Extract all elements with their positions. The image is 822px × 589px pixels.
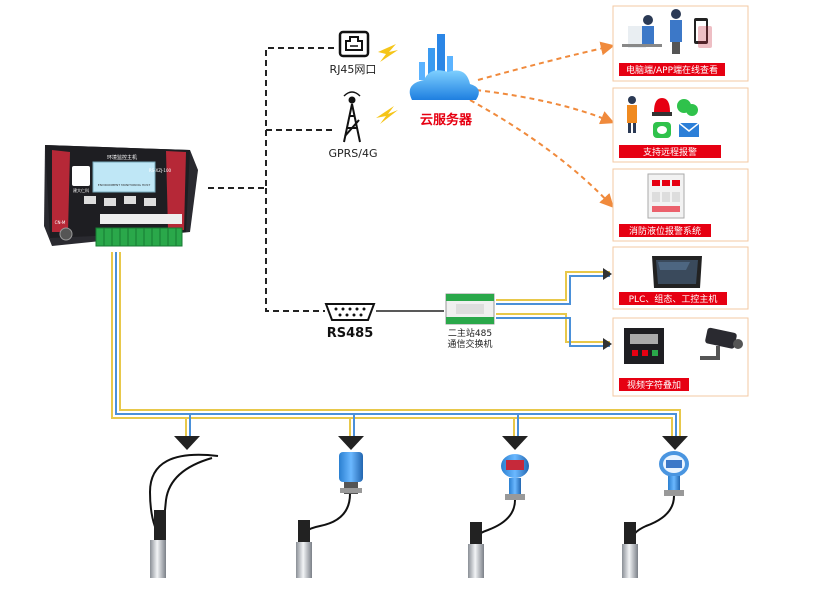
- controller-host: [44, 145, 198, 247]
- overlay-box-icon: [624, 328, 664, 364]
- controller-title: 环境监控主机: [107, 154, 137, 161]
- controller-port-label: CN-M: [55, 220, 66, 225]
- wireless-bolt-icon: [376, 44, 398, 124]
- bus-arrows: [174, 436, 688, 450]
- output-label-3: 消防液位报警系统: [629, 225, 701, 237]
- fire-panel-icon: [647, 173, 685, 219]
- output-label-2: 支持远程报警: [643, 146, 697, 158]
- output-label-4: PLC、组态、工控主机: [629, 293, 718, 305]
- dashed-links: [208, 47, 338, 312]
- switch-label-line1: 二主站485: [448, 327, 492, 339]
- pressure-transmitter-icon: [622, 451, 689, 578]
- gprs-label: GPRS/4G: [328, 147, 377, 160]
- controller-subtitle: ENVIRONMENT MONITORING HOST: [98, 183, 151, 187]
- sensor-bus: [111, 252, 681, 436]
- sensor-probe-icon: [148, 453, 219, 578]
- controller-model: RS-XZJ-100: [149, 168, 172, 173]
- alarm-icon: [627, 96, 672, 133]
- output-panel-2: 支持远程报警: [612, 87, 749, 163]
- output-panel-3: 消防液位报警系统: [612, 168, 749, 242]
- camera-icon: [700, 327, 743, 360]
- output-panel-1: 电脑端/APP端在线查看: [612, 5, 749, 82]
- pressure-transmitter-icon: [296, 452, 363, 578]
- touch-panel-icon: [652, 256, 702, 288]
- output-panel-4: PLC、组态、工控主机: [612, 246, 749, 310]
- controller-brand: 建大仁科: [73, 187, 89, 193]
- cloud-icon: [409, 34, 479, 100]
- serial-port-icon: [324, 303, 376, 321]
- wechat-icon: [677, 99, 698, 116]
- pressure-transmitter-icon: [468, 454, 529, 578]
- rs485-label: RS485: [327, 326, 374, 341]
- rj45-label: RJ45网口: [330, 63, 377, 76]
- mail-icon: [678, 122, 700, 137]
- output-label-5: 视频字符叠加: [627, 379, 681, 391]
- output-label-1: 电脑端/APP端在线查看: [626, 64, 718, 76]
- desk-monitor-icon: [622, 9, 712, 54]
- antenna-icon: [343, 91, 361, 143]
- message-icon: [653, 122, 671, 138]
- switch-label-line2: 通信交换机: [447, 338, 492, 350]
- switch-wires: [496, 268, 612, 350]
- cloud-arrows: [469, 41, 615, 209]
- output-panel-5: 视频字符叠加: [612, 317, 749, 397]
- rj45-icon: [338, 30, 370, 58]
- switch-icon: [445, 293, 495, 325]
- cloud-label: 云服务器: [420, 112, 473, 128]
